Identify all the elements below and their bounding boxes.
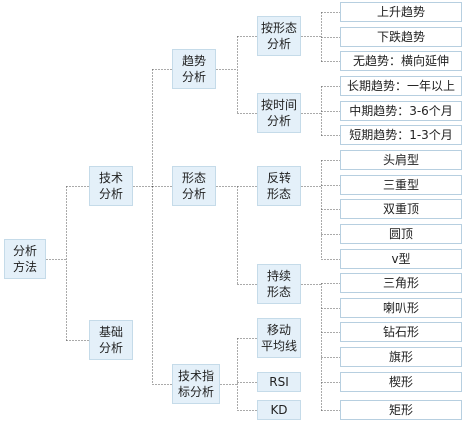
- leaf-flag: 旗形: [340, 347, 462, 367]
- leaf-rounded-top: 圆顶: [340, 224, 462, 244]
- node-rsi: RSI: [257, 372, 301, 392]
- node-fundamental-analysis: 基础 分析: [89, 320, 133, 360]
- leaf-double-top: 双重顶: [340, 199, 462, 219]
- node-moving-average: 移动 平均线: [257, 318, 301, 358]
- leaf-v-shape: v型: [340, 249, 462, 269]
- leaf-no-trend: 无趋势：横向延伸: [340, 51, 462, 71]
- node-analysis-methods: 分析 方法: [4, 239, 46, 279]
- node-trend-analysis: 趋势 分析: [172, 49, 216, 89]
- node-continuation-pattern: 持续 形态: [257, 264, 301, 304]
- leaf-long-term: 长期趋势：一年以上: [340, 76, 462, 96]
- leaf-short-term: 短期趋势：1-3个月: [340, 125, 462, 145]
- node-indicator-analysis: 技术指 标分析: [172, 364, 220, 404]
- node-reversal-pattern: 反转 形态: [257, 166, 301, 206]
- node-kd: KD: [257, 400, 301, 420]
- leaf-wedge: 楔形: [340, 372, 462, 392]
- leaf-uptrend: 上升趋势: [340, 2, 462, 22]
- leaf-broadening: 喇叭形: [340, 298, 462, 318]
- leaf-downtrend: 下跌趋势: [340, 27, 462, 47]
- node-by-pattern: 按形态 分析: [257, 16, 301, 56]
- leaf-head-shoulders: 头肩型: [340, 150, 462, 170]
- node-pattern-analysis: 形态 分析: [172, 166, 216, 206]
- leaf-diamond: 钻石形: [340, 322, 462, 342]
- leaf-mid-term: 中期趋势：3-6个月: [340, 101, 462, 121]
- leaf-triangle: 三角形: [340, 273, 462, 293]
- leaf-triple: 三重型: [340, 175, 462, 195]
- leaf-rectangle: 矩形: [340, 400, 462, 420]
- node-by-time: 按时间 分析: [257, 93, 301, 133]
- node-technical-analysis: 技术 分析: [89, 166, 133, 206]
